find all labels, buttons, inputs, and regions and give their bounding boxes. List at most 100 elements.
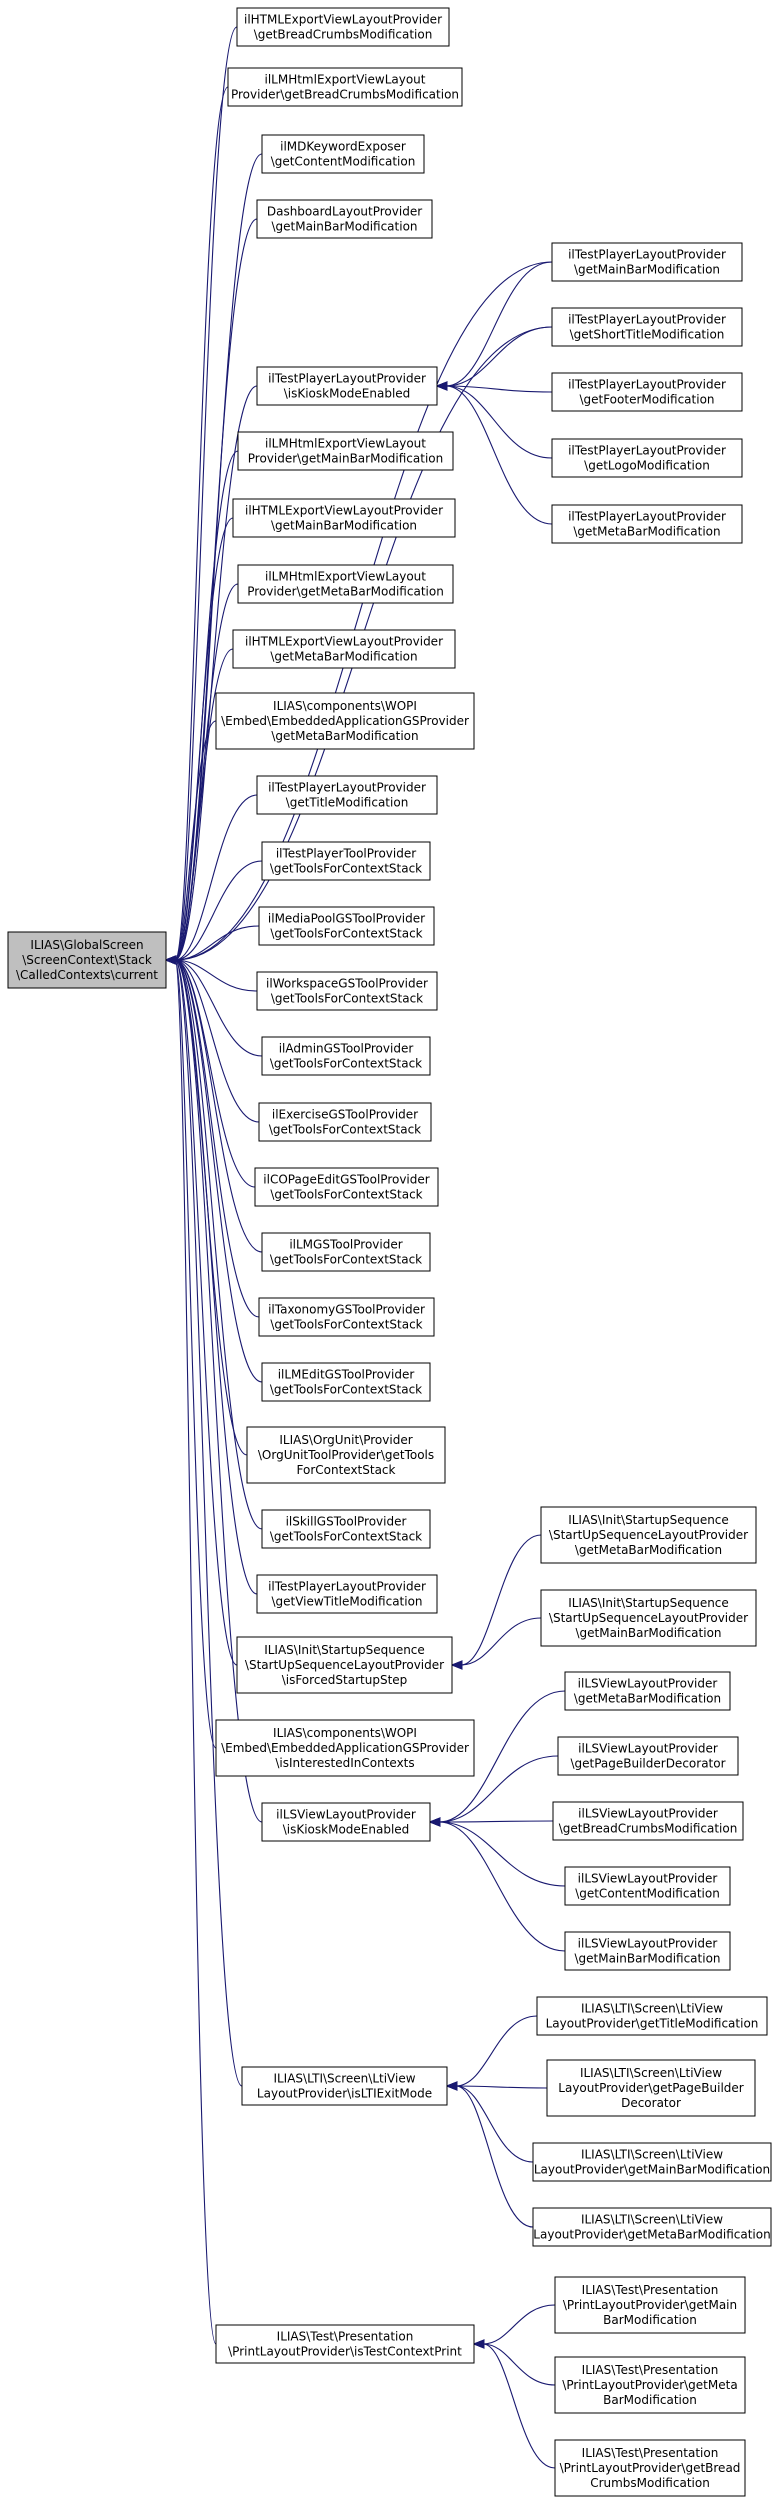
node-ilmdkeywordexposer-getcontentmodification[interactable]: ilMDKeywordExposer\getContentModificatio… — [261, 134, 425, 174]
node-layer: ILIAS\GlobalScreen\ScreenContext\Stack\C… — [7, 7, 772, 2497]
node-illsviewlayoutprovider-iskioskmodeenabled[interactable]: ilLSViewLayoutProvider\isKioskModeEnable… — [261, 1802, 431, 1842]
node-ilworkspacegstoolprovider-gettoolsforcontextstack[interactable]: ilWorkspaceGSToolProvider\getToolsForCon… — [256, 971, 438, 1011]
node-illsviewlayoutprovider-getmainbarmodification[interactable]: ilLSViewLayoutProvider\getMainBarModific… — [564, 1931, 731, 1971]
node-box — [551, 504, 743, 544]
node-box — [232, 629, 456, 669]
node-ilias-components-wopi-embed-embeddedapplicationgsprovider-is[interactable]: ILIAS\components\WOPI\Embed\EmbeddedAppl… — [215, 1719, 475, 1777]
node-label-line: ILIAS\LTI\Screen\LtiView — [273, 2072, 415, 2086]
arrowhead-b5-to-a5 — [435, 381, 448, 391]
node-ilias-test-presentation-printlayoutprovider-getmain-barmodif[interactable]: ILIAS\Test\Presentation\PrintLayoutProvi… — [554, 2276, 746, 2334]
node-label-line: LayoutProvider\getMetaBarModification — [533, 2228, 770, 2242]
edge-a20-to-root — [174, 959, 263, 1383]
node-label-line: Provider\getBreadCrumbsModification — [231, 88, 459, 102]
node-ilias-test-presentation-printlayoutprovider-istestcontextpri[interactable]: ILIAS\Test\Presentation\PrintLayoutProvi… — [215, 2324, 475, 2364]
node-iltestplayerlayoutprovider-iskioskmodeenabled[interactable]: ilTestPlayerLayoutProvider\isKioskModeEn… — [256, 366, 438, 406]
node-label-line: ilTaxonomyGSToolProvider — [268, 1303, 425, 1317]
node-box — [256, 1574, 438, 1614]
node-iltestplayerlayoutprovider-gettitlemodification[interactable]: ilTestPlayerLayoutProvider\getTitleModif… — [256, 775, 438, 815]
node-label-line: ILIAS\Init\StartupSequence — [264, 1643, 425, 1657]
node-iladmingstoolprovider-gettoolsforcontextstack[interactable]: ilAdminGSToolProvider\getToolsForContext… — [261, 1036, 431, 1076]
node-iltestplayerlayoutprovider-getlogomodification[interactable]: ilTestPlayerLayoutProvider\getLogoModifi… — [551, 438, 743, 478]
node-box — [532, 2207, 772, 2247]
edge-f2-to-a28 — [482, 2343, 556, 2386]
node-illmgstoolprovider-gettoolsforcontextstack[interactable]: ilLMGSToolProvider\getToolsForContextSta… — [261, 1232, 431, 1272]
node-label-line: \getBreadCrumbsModification — [559, 1822, 738, 1836]
node-illsviewlayoutprovider-getcontentmodification[interactable]: ilLSViewLayoutProvider\getContentModific… — [564, 1866, 731, 1906]
node-iltestplayerlayoutprovider-getmetabarmodification[interactable]: ilTestPlayerLayoutProvider\getMetaBarMod… — [551, 504, 743, 544]
node-ilias-test-presentation-printlayoutprovider-getmeta-barmodif[interactable]: ILIAS\Test\Presentation\PrintLayoutProvi… — [554, 2356, 746, 2414]
node-iltestplayerlayoutprovider-getshorttitlemodification[interactable]: ilTestPlayerLayoutProvider\getShortTitle… — [551, 307, 743, 347]
node-box — [532, 2142, 772, 2182]
node-illmeditgstoolprovider-gettoolsforcontextstack[interactable]: ilLMEditGSToolProvider\getToolsForContex… — [261, 1362, 431, 1402]
node-label-line: \StartUpSequenceLayoutProvider — [549, 1611, 748, 1625]
node-ilhtmlexportviewlayoutprovider-getmainbarmodification[interactable]: ilHTMLExportViewLayoutProvider\getMainBa… — [232, 498, 456, 538]
edge-a25-to-root — [174, 959, 217, 1749]
node-illsviewlayoutprovider-getpagebuilderdecorator[interactable]: ilLSViewLayoutProvider\getPageBuilderDec… — [557, 1736, 739, 1776]
node-ilias-orgunit-provider-orgunittoolprovider-gettools-forconte[interactable]: ILIAS\OrgUnit\Provider\OrgUnitToolProvid… — [246, 1426, 446, 1484]
node-ilias-lti-screen-ltiview-layoutprovider-getpagebuilder-decor[interactable]: ILIAS\LTI\Screen\LtiViewLayoutProvider\g… — [546, 2059, 756, 2117]
node-ilias-lti-screen-ltiview-layoutprovider-gettitlemodification[interactable]: ILIAS\LTI\Screen\LtiViewLayoutProvider\g… — [536, 1996, 768, 2036]
node-ilhtmlexportviewlayoutprovider-getbreadcrumbsmodification[interactable]: ilHTMLExportViewLayoutProvider\getBreadC… — [236, 7, 450, 47]
node-ilias-init-startupsequence-startupsequencelayoutprovider-isf[interactable]: ILIAS\Init\StartupSequence\StartUpSequen… — [236, 1636, 453, 1694]
node-label-line: \PrintLayoutProvider\getMain — [563, 2298, 737, 2312]
node-illsviewlayoutprovider-getbreadcrumbsmodification[interactable]: ilLSViewLayoutProvider\getBreadCrumbsMod… — [552, 1801, 744, 1841]
node-iltestplayerlayoutprovider-getviewtitlemodification[interactable]: ilTestPlayerLayoutProvider\getViewTitleM… — [256, 1574, 438, 1614]
node-illsviewlayoutprovider-getmetabarmodification[interactable]: ilLSViewLayoutProvider\getMetaBarModific… — [564, 1671, 731, 1711]
node-ilhtmlexportviewlayoutprovider-getmetabarmodification[interactable]: ilHTMLExportViewLayoutProvider\getMetaBa… — [232, 629, 456, 669]
node-ilcopageeditgstoolprovider-gettoolsforcontextstack[interactable]: ilCOPageEditGSToolProvider\getToolsForCo… — [254, 1167, 439, 1207]
node-ilskillgstoolprovider-gettoolsforcontextstack[interactable]: ilSkillGSToolProvider\getToolsForContext… — [261, 1509, 431, 1549]
edge-f3-to-a28 — [482, 2343, 556, 2469]
node-box — [236, 7, 450, 47]
node-label-line: ilTestPlayerLayoutProvider — [568, 313, 726, 327]
edge-a23-to-root — [174, 959, 258, 1595]
node-iltestplayertoolprovider-gettoolsforcontextstack[interactable]: ilTestPlayerToolProvider\getToolsForCont… — [261, 841, 431, 881]
node-label-line: ILIAS\Test\Presentation — [277, 2330, 414, 2344]
node-iltaxonomygstoolprovider-gettoolsforcontextstack[interactable]: ilTaxonomyGSToolProvider\getToolsForCont… — [258, 1297, 435, 1337]
node-ilexercisegstoolprovider-gettoolsforcontextstack[interactable]: ilExerciseGSToolProvider\getToolsForCont… — [258, 1102, 432, 1142]
node-box — [215, 692, 475, 750]
node-illmhtmlexportviewlayout-provider-getmainbarmodification[interactable]: ilLMHtmlExportViewLayoutProvider\getMain… — [237, 431, 454, 471]
node-label-line: \StartUpSequenceLayoutProvider — [245, 1658, 444, 1672]
node-label-line: \getMetaBarModification — [575, 1543, 722, 1557]
edge-c2-to-a24 — [460, 1617, 542, 1666]
node-label-line: ILIAS\LTI\Screen\LtiView — [580, 2066, 722, 2080]
edge-a28-to-root — [174, 959, 217, 2345]
node-label-line: ILIAS\LTI\Screen\LtiView — [581, 2148, 723, 2162]
node-ilias-test-presentation-printlayoutprovider-getbread-crumbsm[interactable]: ILIAS\Test\Presentation\PrintLayoutProvi… — [554, 2439, 746, 2497]
node-label-line: \getShortTitleModification — [570, 328, 725, 342]
node-label-line: ilWorkspaceGSToolProvider — [266, 977, 428, 991]
node-ilias-lti-screen-ltiview-layoutprovider-getmetabarmodificati[interactable]: ILIAS\LTI\Screen\LtiViewLayoutProvider\g… — [532, 2207, 772, 2247]
node-ilias-lti-screen-ltiview-layoutprovider-isltiexitmode[interactable]: ILIAS\LTI\Screen\LtiViewLayoutProvider\i… — [241, 2066, 448, 2106]
node-ilias-components-wopi-embed-embeddedapplicationgsprovider-ge[interactable]: ILIAS\components\WOPI\Embed\EmbeddedAppl… — [215, 692, 475, 750]
node-iltestplayerlayoutprovider-getmainbarmodification[interactable]: ilTestPlayerLayoutProvider\getMainBarMod… — [551, 242, 743, 282]
node-dashboardlayoutprovider-getmainbarmodification[interactable]: DashboardLayoutProvider\getMainBarModifi… — [256, 199, 433, 239]
node-label-line: ilHTMLExportViewLayoutProvider — [245, 504, 443, 518]
node-ilias-globalscreen-screencontext-stack-calledcontexts-curren[interactable]: ILIAS\GlobalScreen\ScreenContext\Stack\C… — [7, 931, 167, 989]
edge-f1-to-a28 — [482, 2304, 556, 2345]
node-label-line: ILIAS\Test\Presentation — [582, 2283, 719, 2297]
node-label-line: \isForcedStartupStep — [282, 1673, 408, 1687]
node-label-line: \getViewTitleModification — [271, 1595, 422, 1609]
node-label-line: ILIAS\components\WOPI — [273, 1726, 417, 1740]
node-ilias-lti-screen-ltiview-layoutprovider-getmainbarmodificati[interactable]: ILIAS\LTI\Screen\LtiViewLayoutProvider\g… — [532, 2142, 772, 2182]
node-label-line: ilTestPlayerLayoutProvider — [568, 378, 726, 392]
node-box — [256, 775, 438, 815]
node-ilias-init-startupsequence-startupsequencelayoutprovider-get[interactable]: ILIAS\Init\StartupSequence\StartUpSequen… — [540, 1589, 757, 1647]
edge-a10-to-root — [174, 720, 217, 961]
node-ilmediapoolgstoolprovider-gettoolsforcontextstack[interactable]: ilMediaPoolGSToolProvider\getToolsForCon… — [258, 906, 435, 946]
node-box — [546, 2059, 756, 2117]
node-label-line: LayoutProvider\getPageBuilder — [558, 2081, 744, 2095]
node-label-line: \getContentModification — [575, 1887, 720, 1901]
node-ilias-init-startupsequence-startupsequencelayoutprovider-get[interactable]: ILIAS\Init\StartupSequence\StartUpSequen… — [540, 1506, 757, 1564]
node-iltestplayerlayoutprovider-getfootermodification[interactable]: ilTestPlayerLayoutProvider\getFooterModi… — [551, 372, 743, 412]
node-illmhtmlexportviewlayout-provider-getbreadcrumbsmodification[interactable]: ilLMHtmlExportViewLayoutProvider\getBrea… — [227, 67, 463, 107]
node-box — [554, 2439, 746, 2497]
node-label-line: ilLMGSToolProvider — [289, 1238, 402, 1252]
node-label-line: ilLSViewLayoutProvider — [578, 1937, 718, 1951]
arrowhead-f3-to-a28 — [472, 2339, 485, 2349]
node-box — [551, 438, 743, 478]
node-illmhtmlexportviewlayout-provider-getmetabarmodification[interactable]: ilLMHtmlExportViewLayoutProvider\getMeta… — [237, 564, 454, 604]
node-label-line: ILIAS\OrgUnit\Provider — [279, 1433, 412, 1447]
node-label-line: ilTestPlayerToolProvider — [276, 847, 416, 861]
node-box — [258, 1102, 432, 1142]
